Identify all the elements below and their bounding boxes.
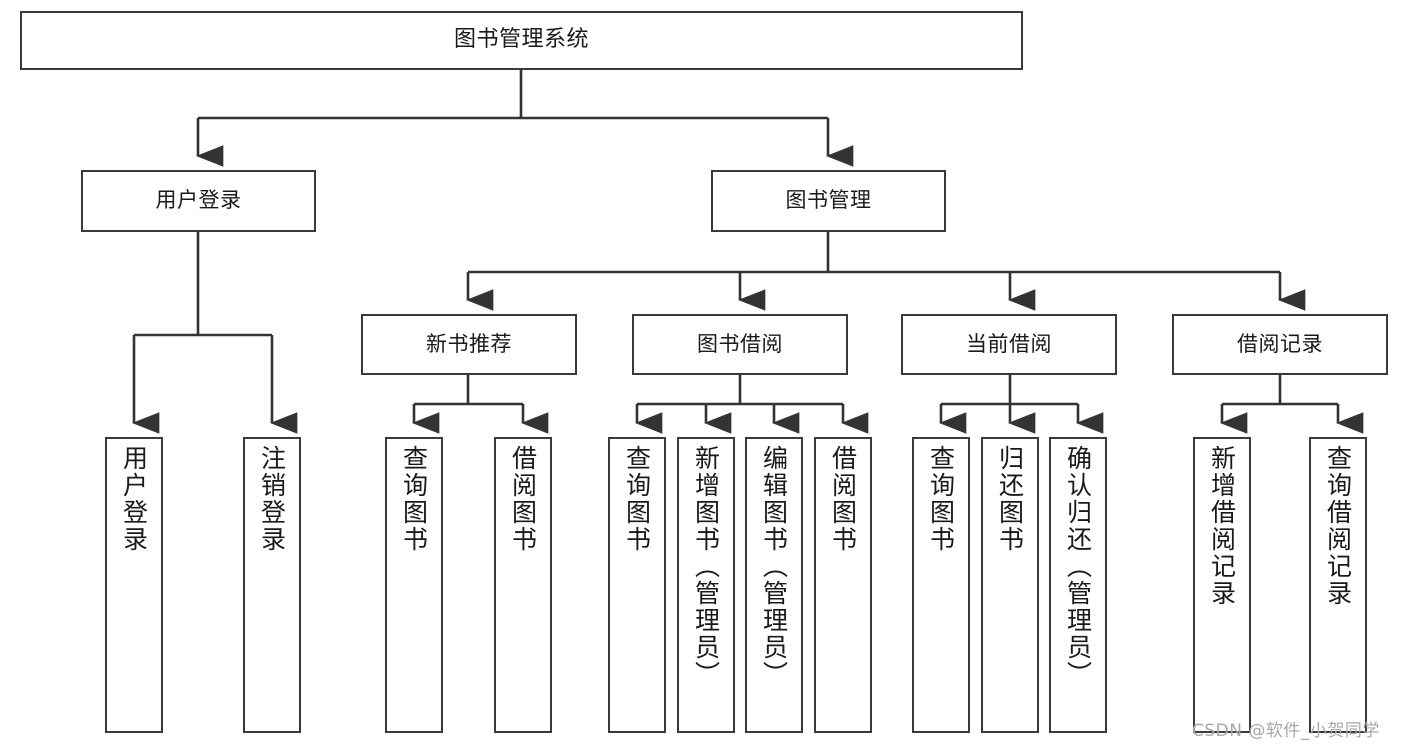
node-leaf-borrow-book-2[interactable]: 借阅图书 [814,437,872,733]
node-root-system[interactable]: 图书管理系统 [20,11,1023,70]
node-leaf-add-book[interactable]: 新增图书（管理员） [677,437,735,733]
node-label: 查询图书 [926,445,956,553]
node-book-borrow[interactable]: 图书借阅 [632,314,848,375]
node-label: 图书管理系统 [453,27,589,53]
node-leaf-return-book[interactable]: 归还图书 [981,437,1039,733]
node-label: 用户登录 [119,445,149,553]
node-label: 确认归还（管理员） [1063,445,1093,688]
node-leaf-user-login[interactable]: 用户登录 [105,437,163,733]
node-label: 查询图书 [622,445,652,553]
node-label: 图书借阅 [697,331,783,356]
node-label: 注销登录 [257,445,287,553]
node-label: 查询图书 [399,445,429,553]
node-label: 图书管理 [785,188,872,213]
node-leaf-query-book-1[interactable]: 查询图书 [385,437,443,733]
node-leaf-user-logout[interactable]: 注销登录 [243,437,301,733]
csdn-watermark: CSDN @软件_小贺同学 [1192,721,1380,741]
node-leaf-confirm-return[interactable]: 确认归还（管理员） [1049,437,1107,733]
node-label: 编辑图书（管理员） [759,445,789,688]
node-leaf-borrow-book-1[interactable]: 借阅图书 [494,437,552,733]
node-borrow-record[interactable]: 借阅记录 [1172,314,1388,375]
node-leaf-query-book-2[interactable]: 查询图书 [608,437,666,733]
node-label: 借阅图书 [508,445,538,553]
node-label: 当前借阅 [966,331,1052,356]
node-leaf-query-record[interactable]: 查询借阅记录 [1309,437,1367,733]
node-label: 查询借阅记录 [1323,445,1353,607]
node-leaf-add-record[interactable]: 新增借阅记录 [1193,437,1251,733]
node-label: 归还图书 [995,445,1025,553]
node-new-book-recommend[interactable]: 新书推荐 [361,314,577,375]
node-user-login[interactable]: 用户登录 [81,170,316,232]
node-label: 新增图书（管理员） [691,445,721,688]
node-label: 用户登录 [155,188,242,213]
node-label: 新书推荐 [426,331,512,356]
node-book-manage[interactable]: 图书管理 [711,170,946,232]
node-label: 新增借阅记录 [1207,445,1237,607]
node-label: 借阅记录 [1237,331,1323,356]
node-current-borrow[interactable]: 当前借阅 [901,314,1117,375]
node-leaf-query-book-3[interactable]: 查询图书 [912,437,970,733]
node-leaf-edit-book[interactable]: 编辑图书（管理员） [745,437,803,733]
node-label: 借阅图书 [828,445,858,553]
